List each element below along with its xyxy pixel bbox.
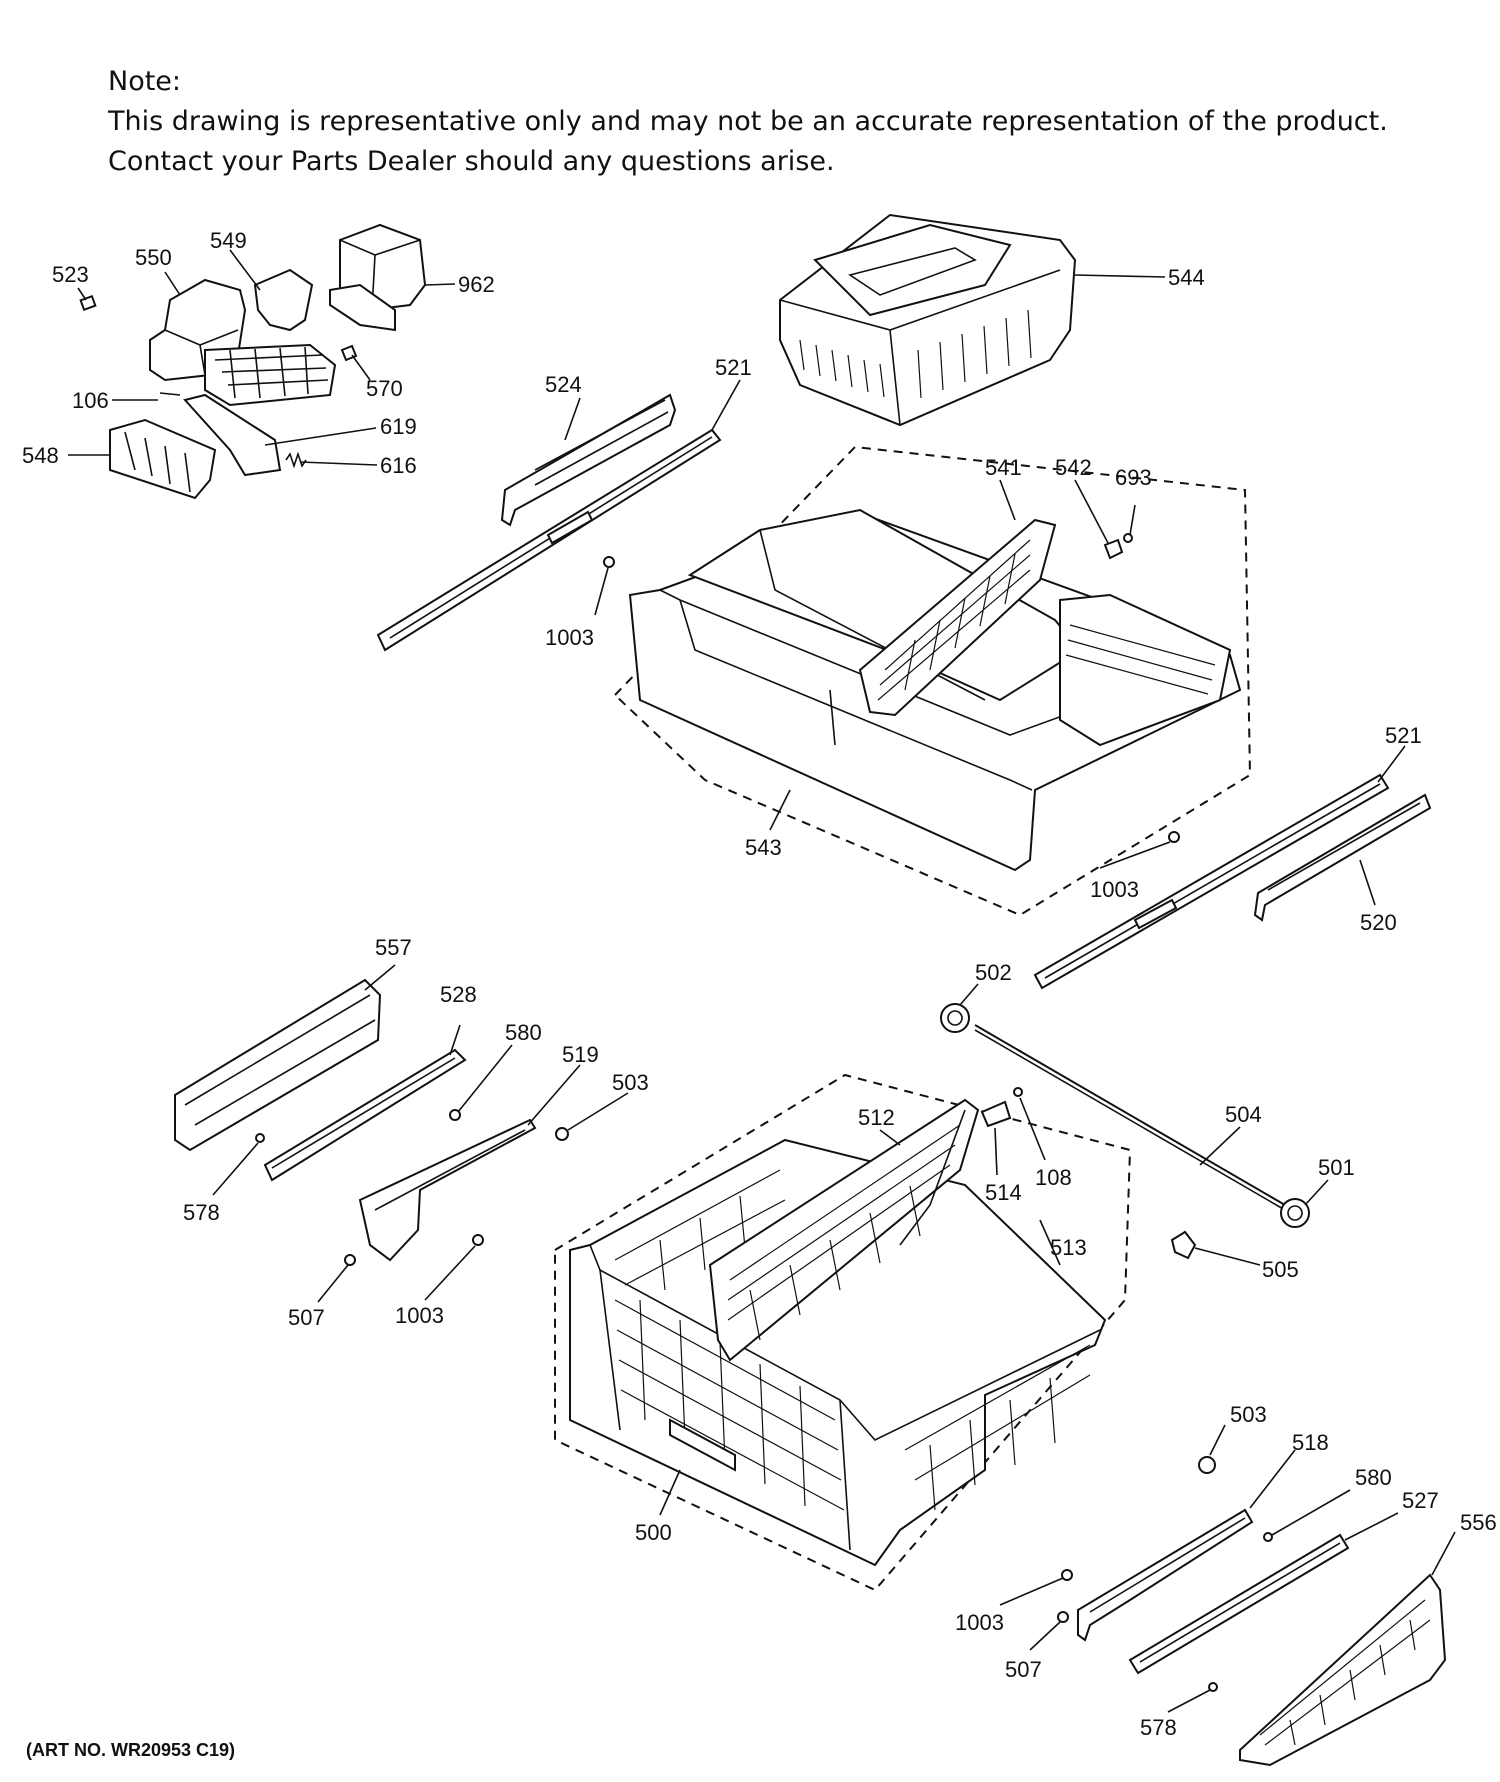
part-520-rail <box>1253 793 1432 922</box>
part-523-screw <box>79 294 97 312</box>
callout-1003-a: 1003 <box>545 625 594 650</box>
callout-962: 962 <box>458 272 495 297</box>
part-556-rail-cover <box>1239 1573 1447 1767</box>
part-501-gear <box>1280 1198 1310 1228</box>
callout-502: 502 <box>975 960 1012 985</box>
callout-1003-d: 1003 <box>955 1610 1004 1635</box>
callout-514: 514 <box>985 1180 1022 1205</box>
callout-542: 542 <box>1055 455 1092 480</box>
callout-108: 108 <box>1035 1165 1072 1190</box>
shaft-assembly <box>940 1003 1310 1260</box>
callout-556: 556 <box>1460 1510 1497 1535</box>
callout-578-b: 578 <box>1140 1715 1177 1740</box>
note-heading: Note: <box>108 66 182 97</box>
part-504-shaft <box>974 1024 1286 1206</box>
part-1003-screw-d <box>1061 1569 1073 1581</box>
part-550-ice-maker <box>149 278 337 407</box>
callout-550: 550 <box>135 245 172 270</box>
callout-labels: 523 550 549 962 106 570 619 548 616 524 … <box>22 228 1497 1740</box>
part-524-rail-bracket <box>500 393 677 527</box>
part-503-bushing-a <box>555 1127 569 1141</box>
part-514-bracket <box>980 1100 1012 1128</box>
lower-right-rails <box>1057 1456 1447 1767</box>
part-541-divider <box>858 518 1057 717</box>
part-503-bushing-b <box>1198 1456 1216 1474</box>
callout-106: 106 <box>72 388 109 413</box>
leader-lines <box>68 249 1456 1713</box>
part-507-screw-b <box>1057 1611 1069 1623</box>
part-693-screw <box>1123 533 1133 543</box>
part-543-freezer-drawer <box>613 445 1252 917</box>
callout-693: 693 <box>1115 465 1152 490</box>
callout-544: 544 <box>1168 265 1205 290</box>
callout-580-b: 580 <box>1355 1465 1392 1490</box>
callout-524: 524 <box>545 372 582 397</box>
callout-548: 548 <box>22 443 59 468</box>
note-line-1: This drawing is representative only and … <box>108 106 1388 137</box>
part-500-lower-basket <box>554 1073 1132 1592</box>
callout-616: 616 <box>380 453 417 478</box>
callout-1003-b: 1003 <box>1090 877 1139 902</box>
callout-541: 541 <box>985 455 1022 480</box>
callout-503-a: 503 <box>612 1070 649 1095</box>
part-108-screw <box>1013 1087 1023 1097</box>
callout-570: 570 <box>366 376 403 401</box>
callout-503-b: 503 <box>1230 1402 1267 1427</box>
callout-528: 528 <box>440 982 477 1007</box>
part-544-ice-bucket <box>779 213 1077 427</box>
lower-left-rails <box>174 978 569 1266</box>
part-962-control-module <box>329 223 427 332</box>
callout-512: 512 <box>858 1105 895 1130</box>
part-512-divider <box>708 1098 980 1362</box>
part-1003-screw-b <box>1168 831 1180 843</box>
part-619-arm <box>183 393 282 477</box>
part-1003-screw-a <box>603 556 615 568</box>
callout-543: 543 <box>745 835 782 860</box>
callout-523: 523 <box>52 262 89 287</box>
callout-507-b: 507 <box>1005 1657 1042 1682</box>
art-number: (ART NO. WR20953 C19) <box>26 1740 236 1760</box>
part-507-screw-a <box>344 1254 356 1266</box>
part-578-screw-b <box>1208 1682 1218 1692</box>
callout-549: 549 <box>210 228 247 253</box>
callout-513: 513 <box>1050 1235 1087 1260</box>
callout-507-a: 507 <box>288 1305 325 1330</box>
callout-557: 557 <box>375 935 412 960</box>
part-505-bracket <box>1170 1230 1197 1260</box>
disclaimer-note: Note: This drawing is representative onl… <box>108 62 1388 182</box>
part-548-ice-bin <box>109 418 217 500</box>
part-519-rail-bracket <box>358 1118 537 1262</box>
part-106-harness <box>159 392 181 396</box>
upper-left-rails <box>376 393 722 652</box>
right-rails <box>1033 773 1432 990</box>
callout-580-a: 580 <box>505 1020 542 1045</box>
part-549-cover <box>253 268 314 332</box>
part-502-gear <box>940 1003 970 1033</box>
callout-501: 501 <box>1318 1155 1355 1180</box>
callout-521-right: 521 <box>1385 723 1422 748</box>
callout-578-a: 578 <box>183 1200 220 1225</box>
part-1003-screw-c <box>472 1234 484 1246</box>
callout-500: 500 <box>635 1520 672 1545</box>
part-518-rail-bracket <box>1077 1508 1254 1642</box>
part-616-spring <box>285 451 307 469</box>
callout-527: 527 <box>1402 1488 1439 1513</box>
part-578-screw-a <box>255 1133 265 1143</box>
callout-519: 519 <box>562 1042 599 1067</box>
callout-505: 505 <box>1262 1257 1299 1282</box>
note-line-2: Contact your Parts Dealer should any que… <box>108 146 835 177</box>
part-580-screw-b <box>1263 1532 1273 1542</box>
callout-520: 520 <box>1360 910 1397 935</box>
part-580-screw-a <box>449 1109 461 1121</box>
part-542-clip <box>1103 538 1124 560</box>
callout-1003-c: 1003 <box>395 1303 444 1328</box>
ice-maker-group <box>79 223 427 500</box>
callout-619: 619 <box>380 414 417 439</box>
callout-518: 518 <box>1292 1430 1329 1455</box>
callout-521-upper: 521 <box>715 355 752 380</box>
callout-504: 504 <box>1225 1102 1262 1127</box>
